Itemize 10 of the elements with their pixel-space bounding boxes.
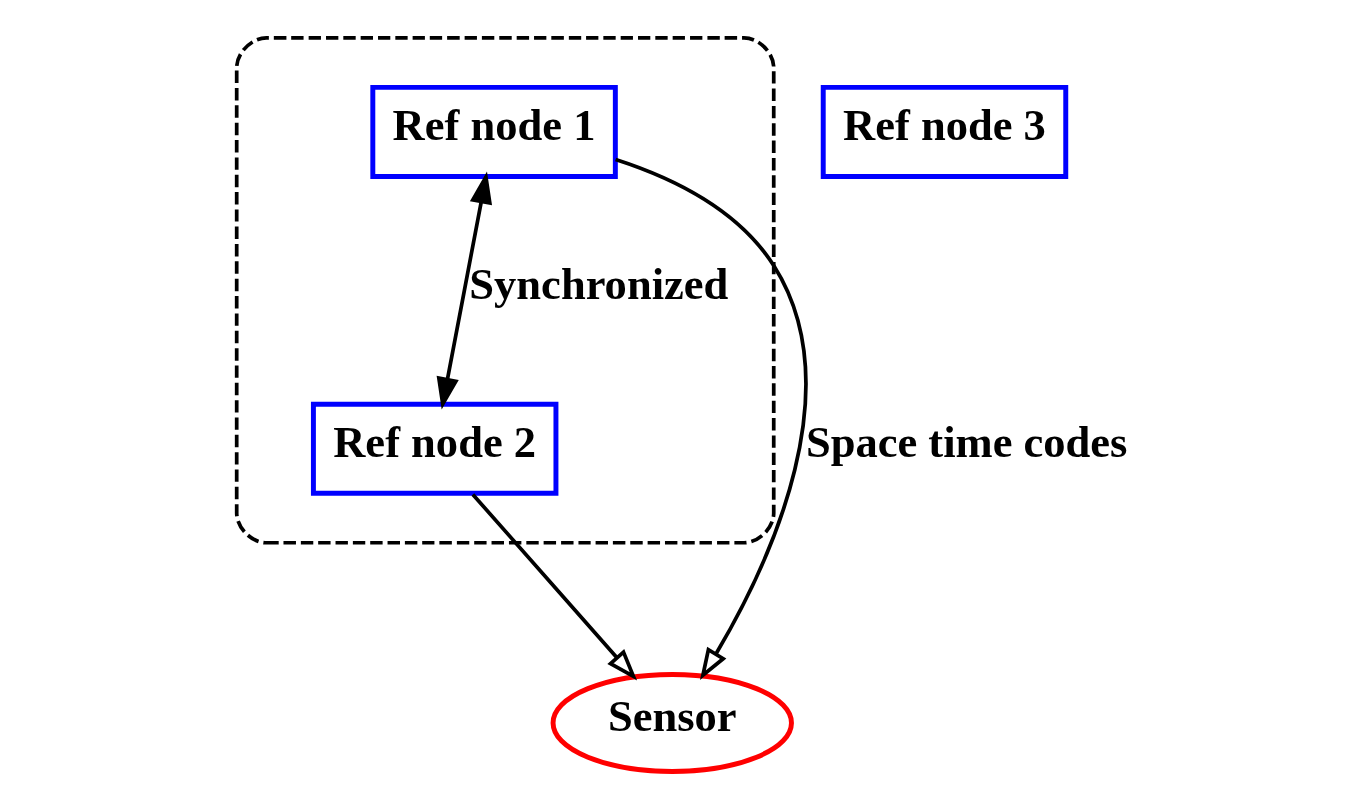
node-box: Ref node 3 — [820, 84, 1069, 179]
node-box: Ref node 1 — [370, 84, 618, 179]
arrow — [615, 157, 808, 681]
edge-label: Synchronized — [469, 258, 729, 309]
node-box: Ref node 2 — [310, 401, 559, 496]
cluster — [234, 36, 776, 545]
arrow — [471, 493, 638, 681]
edge-label: Space time codes — [805, 417, 1128, 468]
node-ellipse: Sensor — [550, 671, 794, 774]
arrow — [436, 171, 493, 410]
